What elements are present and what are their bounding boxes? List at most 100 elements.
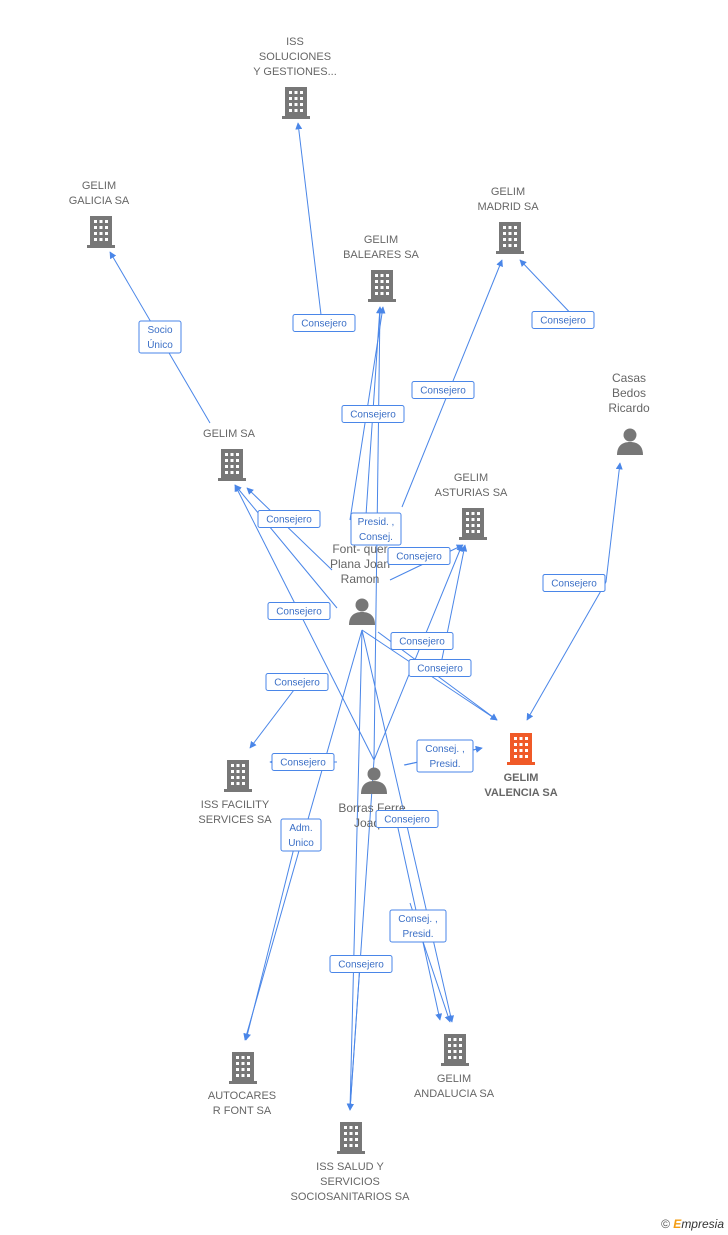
building-icon [441, 1034, 469, 1066]
person-name: Ramon [341, 572, 380, 586]
company-name: GELIM [454, 472, 488, 484]
relation-arrow [346, 963, 361, 1111]
relation-label[interactable]: Consej. , Presid. [416, 739, 474, 773]
relation-arrow [526, 581, 607, 721]
relation-label-box [329, 955, 393, 973]
relation-label[interactable]: Consejero [542, 574, 606, 592]
relation-label-box [280, 818, 322, 852]
relation-label-box [341, 405, 405, 423]
person-icon [361, 767, 387, 794]
building-icon [368, 270, 396, 302]
relation-label[interactable]: Consejero [271, 753, 335, 771]
person-name: Casas [612, 371, 646, 385]
relation-label[interactable]: Consej. ,Presid. [389, 909, 447, 943]
relation-label-box [257, 510, 321, 528]
person-name: Plana Joan [330, 557, 390, 571]
relation-label-text: Socio [147, 325, 172, 336]
relation-label-text: Presid. [429, 759, 460, 770]
company-name: Y GESTIONES... [253, 66, 337, 78]
company-name: AUTOCARES [208, 1090, 276, 1102]
building-icon [282, 87, 310, 119]
relation-label-box [292, 314, 356, 332]
relation-label-text: Unico [288, 838, 314, 849]
building-icon [496, 222, 524, 254]
footer-brand: © Empresia [661, 1217, 724, 1231]
company-node[interactable]: ISS SALUD Y SERVICIOS SOCIOSANITARIOS SA [291, 1122, 411, 1203]
company-name: ISS FACILITY [201, 799, 270, 811]
relation-label-box [271, 753, 335, 771]
company-name: GELIM SA [203, 428, 256, 440]
relation-line [346, 629, 363, 1111]
relation-label[interactable]: Consejero [267, 602, 331, 620]
building-icon [459, 508, 487, 540]
relation-label-text: Consej. , [398, 914, 437, 925]
relation-label[interactable]: Consejero [531, 311, 595, 329]
relation-label-text: Único [147, 338, 173, 351]
relation-label[interactable]: Consejero [390, 632, 454, 650]
relation-label[interactable]: Consejero [257, 510, 321, 528]
relation-label-box [138, 320, 182, 354]
company-name: GELIM [437, 1073, 471, 1085]
company-name: GELIM [364, 234, 398, 246]
relation-label-box [408, 659, 472, 677]
relation-line [234, 484, 375, 761]
company-node[interactable]: GELIM ASTURIAS SA [435, 472, 508, 540]
relation-arrow [246, 487, 333, 571]
relation-label[interactable]: Consejero [329, 955, 393, 973]
relation-label-box [411, 381, 475, 399]
company-name: SERVICIOS [320, 1176, 380, 1188]
relation-label-text: Consejero [417, 664, 463, 675]
building-icon [337, 1122, 365, 1154]
relation-label-box [416, 739, 474, 773]
relation-label-text: Consejero [384, 815, 430, 826]
company-node[interactable]: GELIM SA [203, 428, 256, 481]
relation-label-text: Consej. , [425, 744, 464, 755]
person-name: Ricardo [608, 401, 650, 415]
relation-label-box [390, 632, 454, 650]
relation-label-text: Consejero [274, 678, 320, 689]
relation-label[interactable]: Consejero [387, 547, 451, 565]
relation-label[interactable]: Consejero [341, 405, 405, 423]
relation-arrow [244, 819, 302, 1041]
company-name: ANDALUCIA SA [414, 1088, 495, 1100]
relation-label[interactable]: Consejero [292, 314, 356, 332]
relation-label-box [375, 810, 439, 828]
person-icon [617, 428, 643, 455]
brand-name: mpresia [681, 1217, 724, 1231]
person-name: Bedos [612, 386, 646, 400]
relation-label[interactable]: Adm. Unico [280, 818, 322, 852]
relation-arrow [519, 259, 578, 321]
relation-label[interactable]: Consejero [265, 673, 329, 691]
person-icon [349, 598, 375, 625]
relation-label-text: Consejero [399, 637, 445, 648]
relation-label-box [267, 602, 331, 620]
company-name: ISS [286, 36, 304, 48]
brand-logo-letter: E [673, 1217, 682, 1231]
relation-arrow [295, 122, 323, 324]
relation-label-text: Consejero [396, 552, 442, 563]
relation-label-box [531, 311, 595, 329]
relation-arrow [249, 681, 301, 749]
relation-label[interactable]: Presid. ,Consej. [350, 512, 402, 546]
relation-label[interactable]: Consejero [411, 381, 475, 399]
company-name: ISS SALUD Y [316, 1161, 384, 1173]
relation-label[interactable]: Consejero [408, 659, 472, 677]
company-name: SOCIOSANITARIOS SA [291, 1191, 411, 1203]
company-name: ASTURIAS SA [435, 487, 508, 499]
relation-label-box [387, 547, 451, 565]
relation-label-text: Adm. [289, 823, 312, 834]
relation-label-text: Consejero [420, 386, 466, 397]
company-node[interactable]: GELIM ANDALUCIA SA [414, 1034, 495, 1100]
relation-label[interactable]: Consejero [375, 810, 439, 828]
relation-label-box [542, 574, 606, 592]
